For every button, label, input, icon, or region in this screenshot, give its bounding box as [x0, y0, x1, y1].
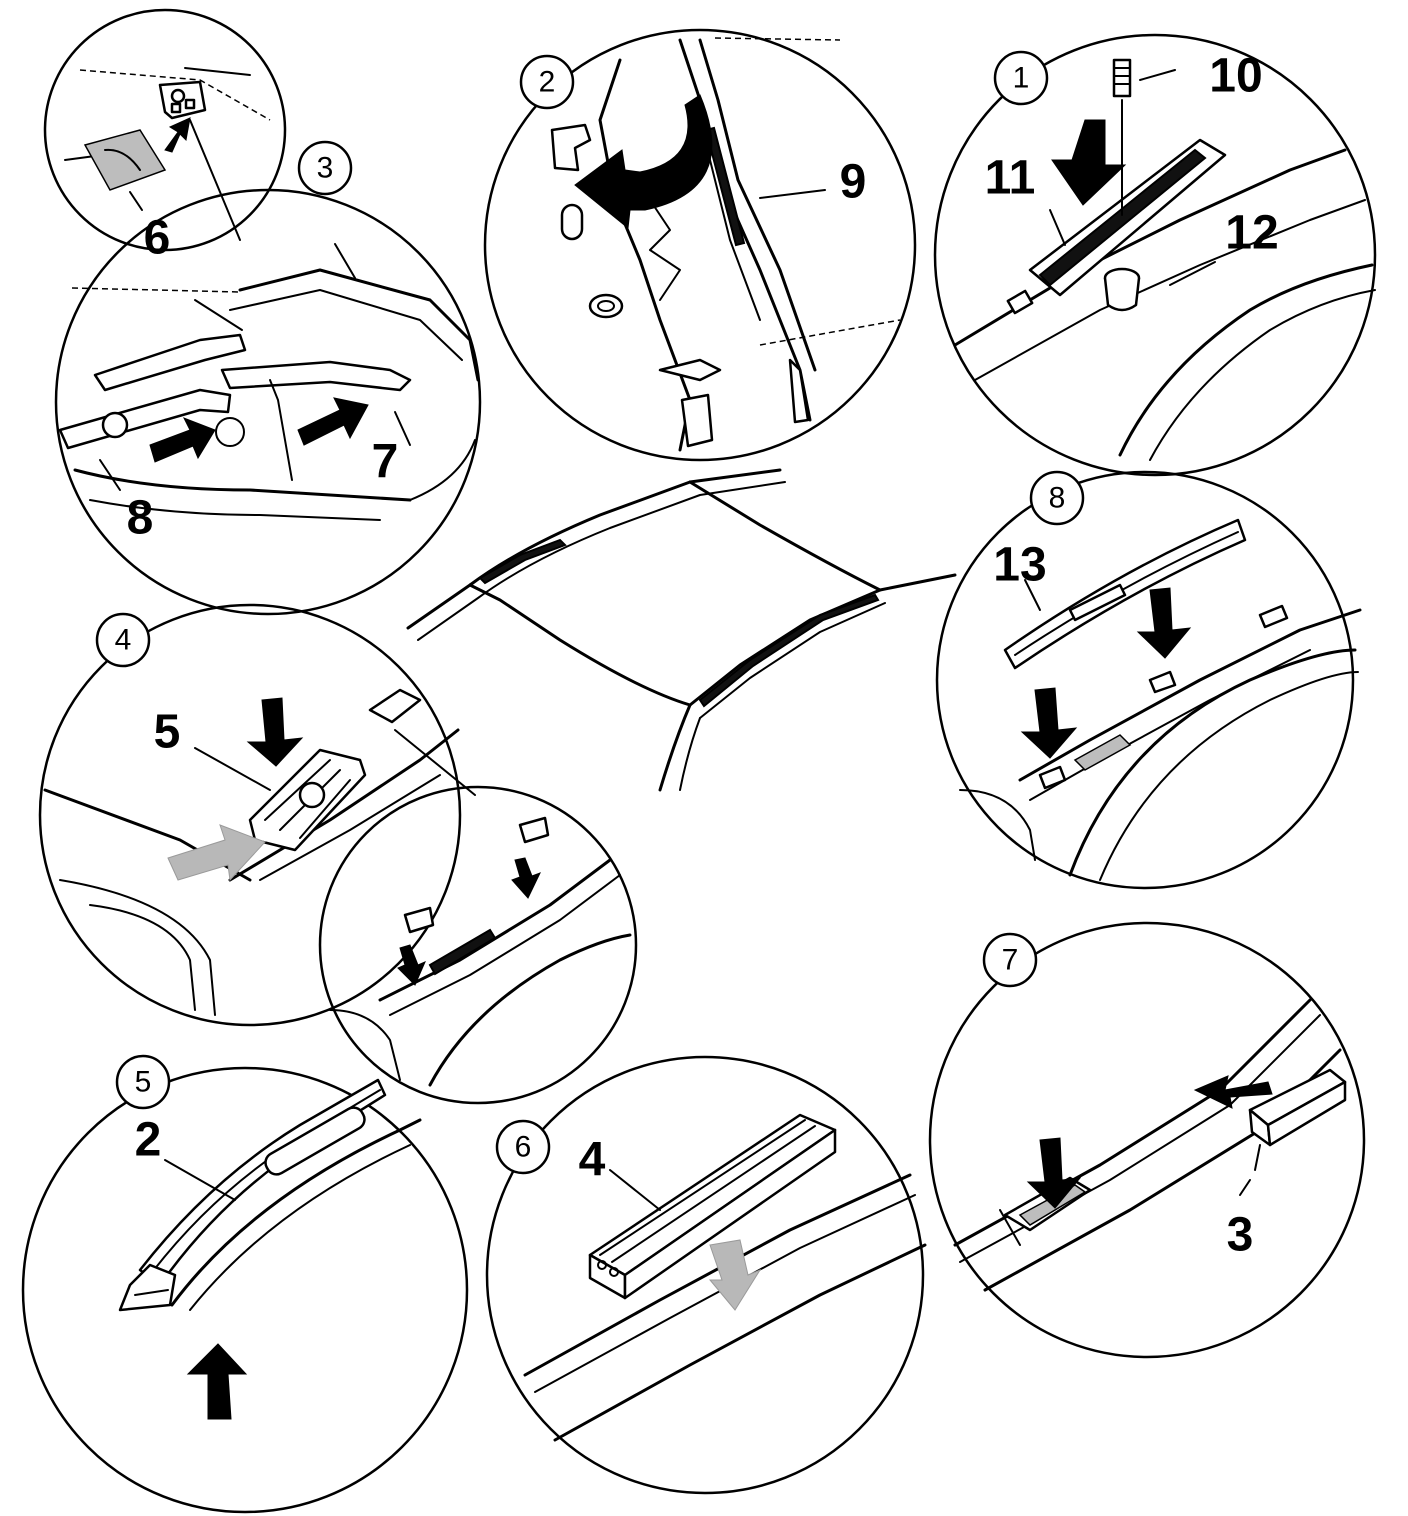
step-badges: 1 2 3 4 5 6 7 8	[95, 50, 1085, 1175]
step-badge-8	[1029, 470, 1085, 526]
step-number-6: 6	[515, 1131, 532, 1164]
step-6-detail	[485, 1055, 927, 1495]
step-1-circle	[933, 33, 1377, 477]
step-4-inset-circle	[318, 785, 638, 1105]
step-3-detail	[54, 188, 482, 616]
down-arrow-icon	[1020, 687, 1078, 759]
step-number-3: 3	[317, 152, 334, 185]
step-3-inset	[43, 8, 287, 252]
up-arrow-icon	[164, 117, 191, 153]
step-badge-4	[95, 612, 151, 668]
callout-13: 13	[993, 539, 1046, 592]
step-badge-1	[993, 50, 1049, 106]
step-badge-5	[115, 1054, 171, 1110]
step-number-5: 5	[135, 1066, 152, 1099]
step-2-detail	[483, 28, 917, 462]
part-callouts: 10 11 12 9 6 7 8 5 2 4 3 13	[127, 50, 1279, 1262]
down-arrow-icon	[1051, 119, 1127, 206]
step-5-circle	[21, 1066, 469, 1514]
down-arrow-icon	[511, 857, 541, 899]
step-3-inset-circle	[43, 8, 287, 252]
step-badge-7	[982, 932, 1038, 988]
step-badge-6	[495, 1119, 551, 1175]
step-8-detail	[935, 470, 1362, 890]
step-badge-3	[297, 140, 353, 196]
push-arrow-icon	[1193, 1075, 1273, 1109]
step-1-detail	[933, 33, 1377, 477]
step-7-detail	[928, 921, 1366, 1359]
step-8-circle	[935, 470, 1355, 890]
callout-7: 7	[372, 436, 399, 489]
push-arrow-icon	[297, 397, 369, 446]
down-arrow-icon	[1136, 587, 1192, 659]
callout-11: 11	[985, 152, 1036, 205]
down-arrow-icon	[708, 1239, 762, 1311]
up-arrow-icon	[186, 1343, 248, 1420]
step-6-circle	[485, 1055, 925, 1495]
step-4-inset	[318, 785, 638, 1105]
step-badge-2	[519, 54, 575, 110]
callout-8: 8	[127, 492, 154, 545]
push-arrow-icon	[167, 824, 266, 882]
callout-4: 4	[579, 1134, 606, 1187]
down-arrow-icon	[397, 944, 426, 986]
step-number-7: 7	[1002, 944, 1019, 977]
down-arrow-icon	[246, 697, 304, 767]
step-4-detail	[38, 603, 476, 1027]
step-4-circle	[38, 603, 462, 1027]
callout-9: 9	[840, 156, 867, 209]
car-roof-overview	[406, 468, 957, 792]
callout-3: 3	[1227, 1209, 1254, 1262]
callout-2: 2	[135, 1114, 162, 1167]
step-5-detail	[21, 1066, 469, 1514]
push-arrow-icon	[149, 417, 216, 463]
step-3-circle	[54, 188, 482, 616]
callout-12: 12	[1225, 207, 1278, 260]
curved-arrow-icon	[574, 94, 713, 229]
callout-6: 6	[144, 212, 171, 265]
step-number-2: 2	[539, 66, 556, 99]
step-2-circle	[483, 28, 917, 462]
step-number-4: 4	[115, 624, 132, 657]
step-number-1: 1	[1013, 62, 1030, 95]
down-arrow-icon	[1026, 1137, 1082, 1209]
callout-10: 10	[1209, 50, 1262, 103]
step-7-circle	[928, 921, 1366, 1359]
callout-5: 5	[154, 706, 181, 759]
step-number-8: 8	[1049, 482, 1066, 515]
